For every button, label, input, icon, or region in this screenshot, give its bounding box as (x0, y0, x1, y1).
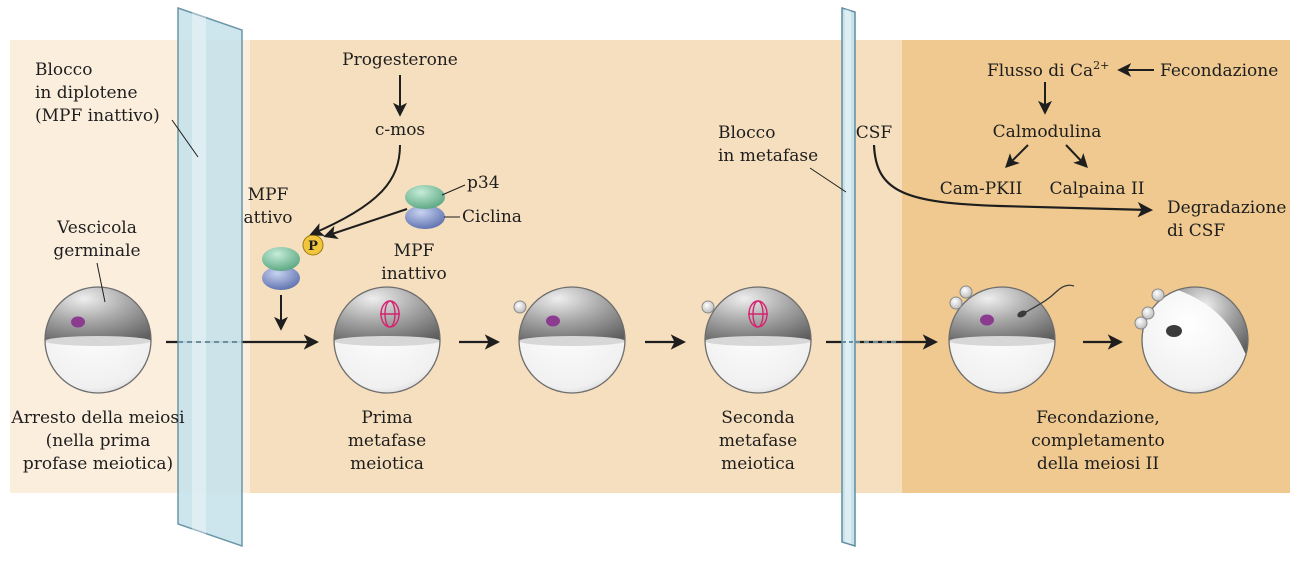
polar-body-icon (949, 296, 963, 310)
svg-text:MPF: MPF (394, 241, 435, 261)
leader-metaphase-block (809, 167, 847, 193)
leader-diplotene-block (171, 119, 199, 158)
polar-body-icon (1141, 306, 1155, 320)
label-calpain: Calpaina II (1050, 179, 1145, 199)
svg-text:meiotica: meiotica (350, 454, 424, 474)
label-campk: Cam-PKII (940, 179, 1023, 199)
label-mpf-active: MPF attivo (243, 185, 292, 228)
mpf-active-complex (262, 234, 324, 290)
svg-text:completamento: completamento (1031, 431, 1164, 451)
svg-text:Prima: Prima (361, 408, 412, 428)
diplotene-block-barrier (177, 6, 243, 548)
arrow-cmos-to-mpf (309, 144, 401, 237)
label-csf-degradation: Degradazione di CSF (1167, 198, 1287, 241)
svg-text:meiotica: meiotica (721, 454, 795, 474)
svg-text:(MPF inattivo): (MPF inattivo) (35, 106, 160, 126)
svg-text:in diplotene: in diplotene (35, 83, 138, 103)
arrow-inactive-to-active (323, 208, 408, 240)
svg-text:germinale: germinale (53, 241, 140, 261)
caption-stage-1: Arresto della meiosi (nella prima profas… (10, 408, 185, 474)
phospho-label: P (308, 239, 318, 254)
label-fertilization-top: Fecondazione (1160, 61, 1278, 81)
label-cmos: c-mos (375, 120, 425, 140)
germinal-vesicle-nucleus (71, 316, 85, 328)
egg-fertilization (948, 284, 1075, 394)
svg-text:inattivo: inattivo (381, 264, 446, 284)
polar-body-icon (701, 300, 715, 314)
caption-stage-5: Fecondazione, completamento della meiosi… (1031, 408, 1164, 474)
svg-text:Seconda: Seconda (721, 408, 794, 428)
label-cyclin: Ciclina (462, 207, 522, 227)
polar-body-icon (1151, 288, 1165, 302)
label-csf: CSF (856, 123, 893, 143)
egg-first-metaphase (333, 286, 441, 394)
band-fertilization (902, 40, 1290, 493)
svg-text:(nella prima: (nella prima (46, 431, 151, 451)
polar-body-icon (1134, 316, 1148, 330)
label-progesterone: Progesterone (342, 50, 458, 70)
caption-stage-2: Prima metafase meiotica (348, 408, 426, 474)
svg-text:di CSF: di CSF (1167, 221, 1225, 241)
arrow-csf-to-degradation (872, 144, 1154, 218)
label-calmodulin: Calmodulina (993, 122, 1102, 142)
svg-text:profase meiotica): profase meiotica) (23, 454, 173, 474)
label-germinal-vesicle: Vescicola germinale (53, 218, 140, 261)
polar-body-icon (513, 300, 527, 314)
leader-p34 (441, 184, 466, 196)
metaphase-block-barrier (841, 6, 856, 548)
label-calcium-flux: Flusso di Ca2+ (987, 59, 1109, 81)
polar-body-icon (959, 285, 973, 299)
svg-text:metafase: metafase (719, 431, 797, 451)
svg-text:in metafase: in metafase (718, 146, 818, 166)
svg-text:Blocco: Blocco (718, 123, 775, 143)
spindle-icon (380, 300, 400, 328)
svg-text:Fecondazione,: Fecondazione, (1036, 408, 1160, 428)
arrow-calmodulin-to-campk (1005, 144, 1029, 168)
svg-text:MPF: MPF (248, 185, 289, 205)
sperm-icon (1017, 284, 1075, 318)
label-diplotene-block: Blocco in diplotene (MPF inattivo) (35, 60, 160, 126)
svg-text:metafase: metafase (348, 431, 426, 451)
label-mpf-inactive: MPF inattivo (381, 241, 446, 284)
svg-text:Arresto della meiosi: Arresto della meiosi (10, 408, 185, 428)
spindle-icon (748, 300, 768, 328)
egg-zygote (1134, 286, 1249, 394)
mpf-inactive-complex (405, 185, 445, 229)
band-metaphase (250, 40, 902, 493)
svg-text:Vescicola: Vescicola (56, 218, 137, 238)
svg-text:della meiosi II: della meiosi II (1037, 454, 1159, 474)
arrow-calmodulin-to-calpain (1065, 144, 1088, 169)
svg-text:Degradazione: Degradazione (1167, 198, 1287, 218)
caption-stage-4: Seconda metafase meiotica (719, 408, 797, 474)
leader-germinal-vesicle (96, 262, 106, 303)
svg-text:Blocco: Blocco (35, 60, 92, 80)
svg-text:attivo: attivo (243, 208, 292, 228)
label-metaphase-block: Blocco in metafase (718, 123, 818, 166)
label-p34: p34 (467, 173, 500, 193)
